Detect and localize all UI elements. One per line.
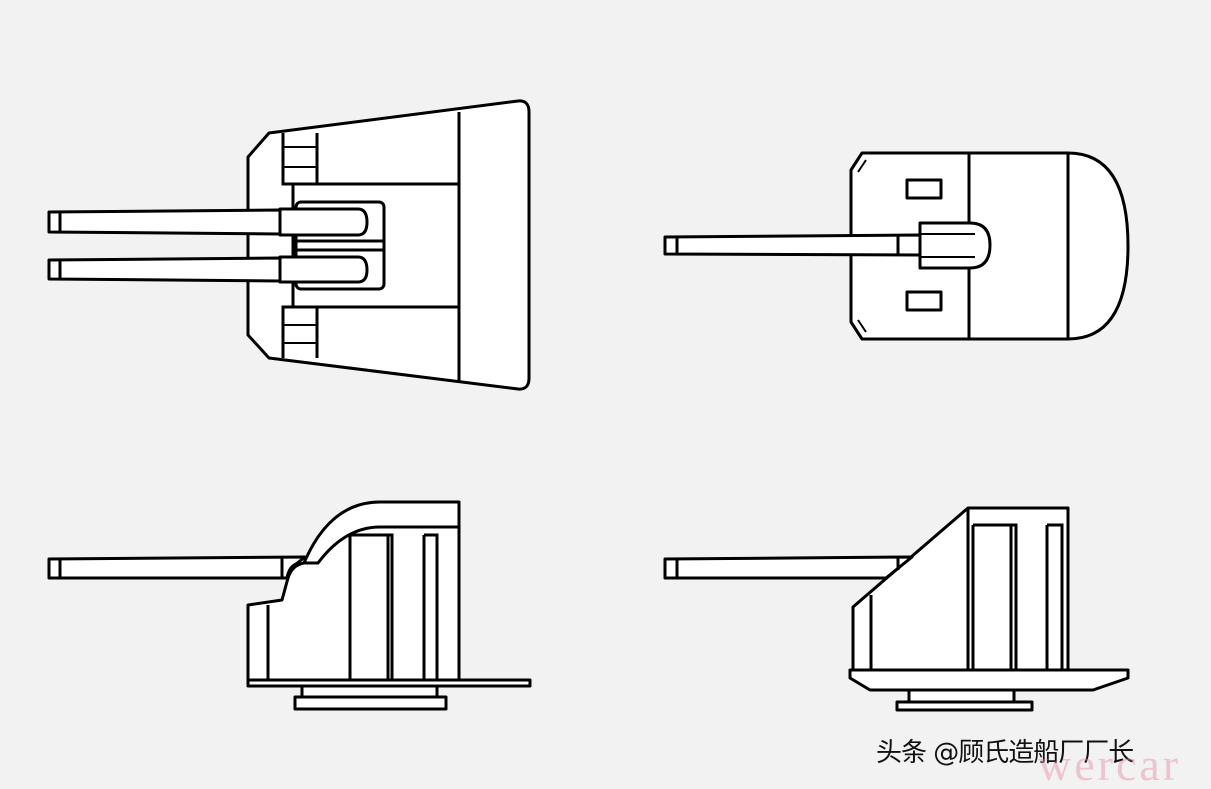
watermark: wercar [1038, 739, 1182, 789]
barrel-lower [47, 256, 282, 283]
twin-turret-top-view [47, 99, 531, 391]
single-turret-top-view [663, 151, 1130, 341]
barrel [663, 555, 914, 580]
barrel-upper [47, 208, 282, 236]
author-credit: 头条 @顾氏造船厂厂长 [876, 738, 1134, 768]
barrel [663, 233, 922, 257]
single-turret-side-view [663, 506, 1130, 712]
twin-turret-side-view [47, 500, 532, 711]
barrel [47, 555, 307, 580]
